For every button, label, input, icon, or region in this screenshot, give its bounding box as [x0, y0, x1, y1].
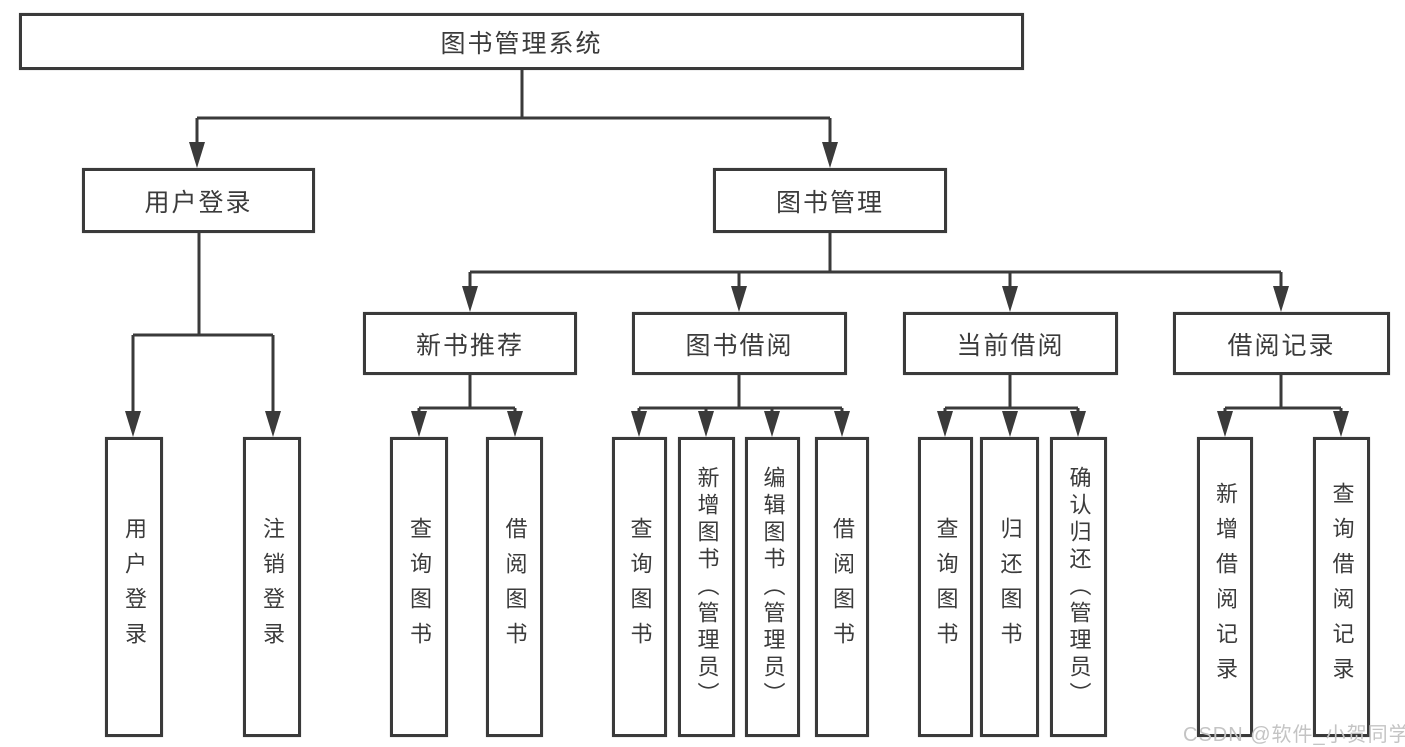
node-book-borrow: 图书借阅: [632, 312, 847, 375]
node-book-management: 图书管理: [713, 168, 947, 233]
leaf-query-borrow-record: 查询借阅记录: [1313, 437, 1370, 737]
leaf-return-books-label: 归还图书: [997, 517, 1023, 657]
leaf-edit-book-admin: 编辑图书（管理员）: [745, 437, 800, 737]
leaf-user-login: 用户登录: [105, 437, 163, 737]
leaf-logout: 注销登录: [243, 437, 301, 737]
leaf-add-borrow-record-label: 新增借阅记录: [1213, 482, 1238, 692]
node-root: 图书管理系统: [19, 13, 1024, 70]
node-new-book-recommend: 新书推荐: [363, 312, 577, 375]
leaf-add-book-admin: 新增图书（管理员）: [678, 437, 735, 737]
leaf-query-books-borrow: 查询图书: [612, 437, 667, 737]
node-user-login: 用户登录: [82, 168, 315, 233]
leaf-logout-label: 注销登录: [260, 517, 285, 657]
leaf-borrow-books-recommend-label: 借阅图书: [502, 517, 528, 657]
leaf-query-books-current-label: 查询图书: [933, 517, 959, 657]
leaf-query-borrow-record-label: 查询借阅记录: [1329, 482, 1355, 692]
leaf-borrow-books: 借阅图书: [815, 437, 869, 737]
leaf-query-books-recommend: 查询图书: [390, 437, 448, 737]
watermark: CSDN @软件_小贺同学: [1183, 724, 1405, 746]
leaf-add-book-admin-label: 新增图书（管理员）: [694, 465, 720, 709]
leaf-borrow-books-recommend: 借阅图书: [486, 437, 543, 737]
node-current-borrow: 当前借阅: [903, 312, 1118, 375]
leaf-query-books-current: 查询图书: [918, 437, 973, 737]
leaf-query-books-recommend-label: 查询图书: [407, 517, 432, 657]
leaf-return-books: 归还图书: [980, 437, 1039, 737]
node-new-book-recommend-label: 新书推荐: [415, 331, 524, 360]
leaf-query-books-borrow-label: 查询图书: [627, 517, 653, 657]
node-current-borrow-label: 当前借阅: [956, 331, 1065, 360]
leaf-user-login-label: 用户登录: [122, 517, 147, 657]
node-user-login-label: 用户登录: [144, 188, 253, 217]
node-borrow-records-label: 借阅记录: [1227, 331, 1336, 360]
leaf-confirm-return-admin: 确认归还（管理员）: [1050, 437, 1107, 737]
node-root-label: 图书管理系统: [440, 29, 603, 58]
leaf-confirm-return-admin-label: 确认归还（管理员）: [1066, 465, 1092, 709]
leaf-edit-book-admin-label: 编辑图书（管理员）: [760, 465, 786, 709]
node-book-borrow-label: 图书借阅: [685, 331, 794, 360]
leaf-add-borrow-record: 新增借阅记录: [1197, 437, 1253, 737]
node-borrow-records: 借阅记录: [1173, 312, 1390, 375]
leaf-borrow-books-label: 借阅图书: [830, 517, 855, 657]
node-book-management-label: 图书管理: [775, 188, 884, 217]
